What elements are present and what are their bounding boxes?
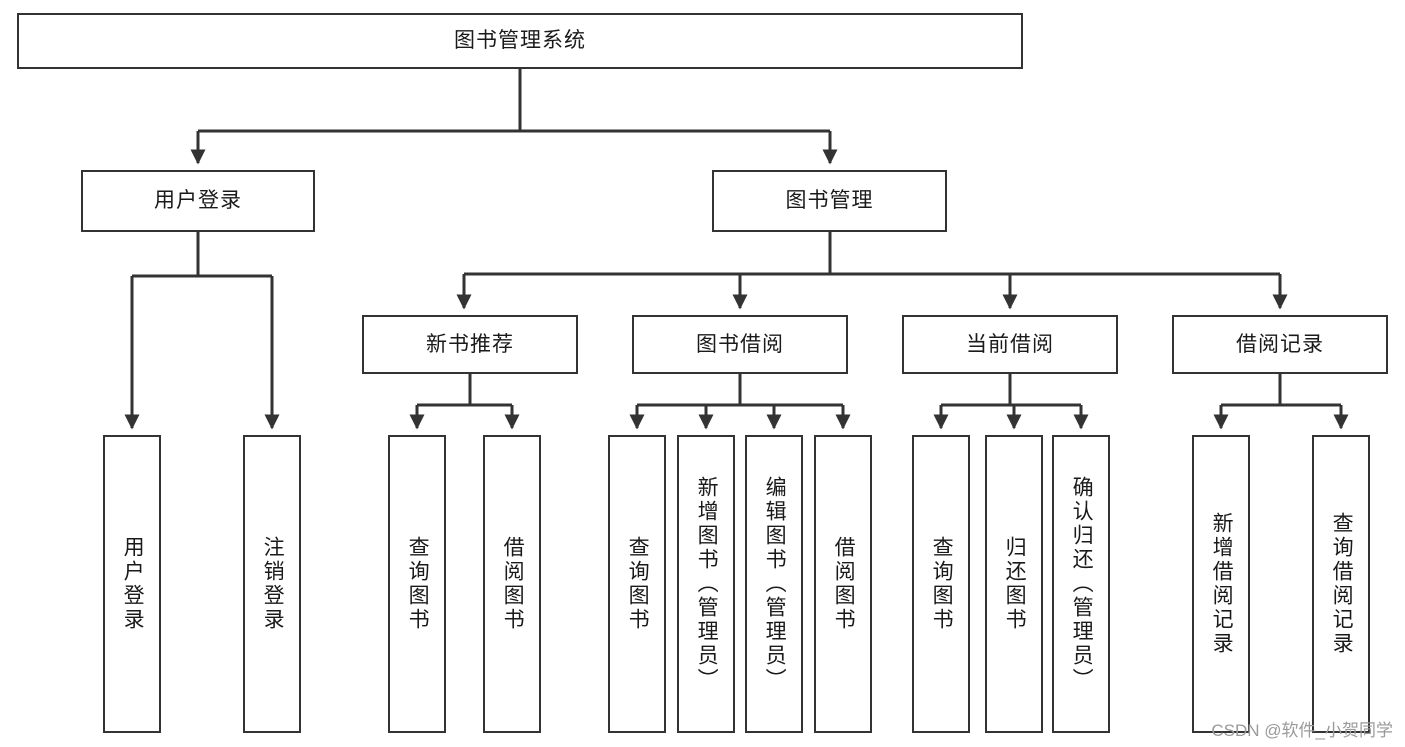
node-leaf-logout[interactable]: 注销登录 (243, 435, 301, 733)
node-leaf-query-record-label: 查询借阅记录 (1330, 512, 1354, 656)
node-user-login[interactable]: 用户登录 (81, 170, 315, 232)
node-leaf-borrow-book-2-label: 借阅图书 (832, 536, 856, 632)
node-root[interactable]: 图书管理系统 (17, 13, 1023, 69)
node-leaf-query-record[interactable]: 查询借阅记录 (1312, 435, 1370, 733)
node-leaf-return-book[interactable]: 归还图书 (985, 435, 1043, 733)
node-leaf-add-book[interactable]: 新增图书（管理员） (677, 435, 735, 733)
node-leaf-borrow-book-2[interactable]: 借阅图书 (814, 435, 872, 733)
node-leaf-user-login[interactable]: 用户登录 (103, 435, 161, 733)
node-leaf-query-book-2-label: 查询图书 (626, 536, 650, 632)
node-leaf-borrow-book-1-label: 借阅图书 (501, 536, 525, 632)
node-new-book-recommend[interactable]: 新书推荐 (362, 315, 578, 374)
node-borrow-record-label: 借阅记录 (1236, 332, 1324, 356)
node-leaf-add-record[interactable]: 新增借阅记录 (1192, 435, 1250, 733)
node-leaf-confirm-return-label: 确认归还（管理员） (1070, 476, 1094, 692)
node-leaf-return-book-label: 归还图书 (1003, 536, 1027, 632)
node-leaf-query-book-3-label: 查询图书 (930, 536, 954, 632)
node-current-borrow[interactable]: 当前借阅 (902, 315, 1118, 374)
node-leaf-query-book-3[interactable]: 查询图书 (912, 435, 970, 733)
node-borrow-record[interactable]: 借阅记录 (1172, 315, 1388, 374)
node-leaf-query-book-2[interactable]: 查询图书 (608, 435, 666, 733)
csdn-watermark: CSDN @软件_小贺同学 (1211, 721, 1393, 740)
node-book-manage-label: 图书管理 (785, 189, 874, 213)
node-book-borrow[interactable]: 图书借阅 (632, 315, 848, 374)
node-leaf-query-book-1-label: 查询图书 (406, 536, 430, 632)
node-leaf-query-book-1[interactable]: 查询图书 (388, 435, 446, 733)
node-current-borrow-label: 当前借阅 (966, 332, 1054, 356)
node-leaf-add-book-label: 新增图书（管理员） (695, 476, 719, 692)
node-leaf-borrow-book-1[interactable]: 借阅图书 (483, 435, 541, 733)
node-new-book-recommend-label: 新书推荐 (426, 332, 514, 356)
node-leaf-confirm-return[interactable]: 确认归还（管理员） (1052, 435, 1110, 733)
node-book-manage[interactable]: 图书管理 (712, 170, 947, 232)
node-user-login-label: 用户登录 (154, 189, 242, 213)
node-leaf-user-login-label: 用户登录 (121, 536, 145, 632)
node-leaf-add-record-label: 新增借阅记录 (1210, 512, 1234, 656)
node-leaf-edit-book[interactable]: 编辑图书（管理员） (745, 435, 803, 733)
node-book-borrow-label: 图书借阅 (696, 332, 784, 356)
node-root-label: 图书管理系统 (454, 29, 586, 53)
node-leaf-edit-book-label: 编辑图书（管理员） (763, 476, 787, 692)
node-leaf-logout-label: 注销登录 (261, 536, 285, 632)
